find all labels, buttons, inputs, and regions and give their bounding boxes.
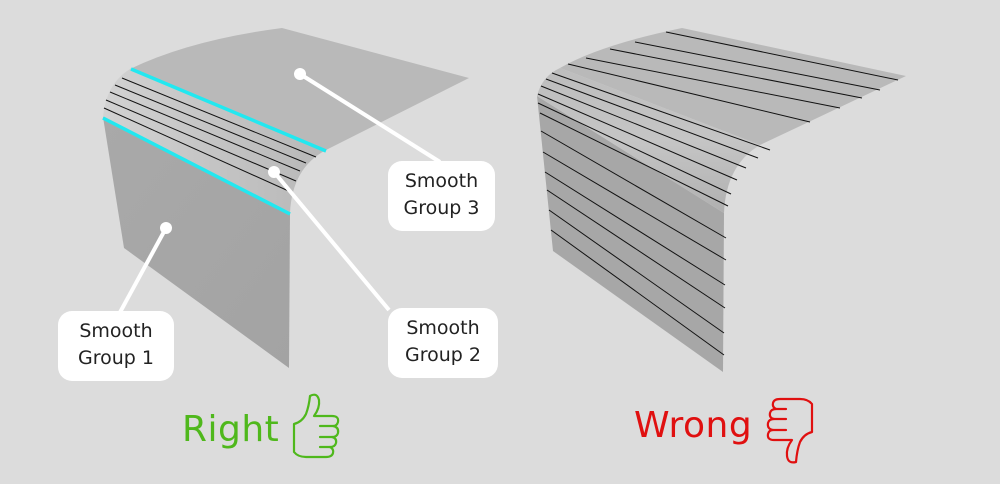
wrong-edge-lines (537, 31, 899, 356)
callout-line-1: Smooth (79, 320, 153, 342)
callout-smooth-group-1: Smooth Group 1 (58, 311, 174, 381)
callout-line-2: Group 2 (405, 344, 481, 366)
seam-line-upper (130, 67, 327, 153)
leader-group3 (298, 72, 442, 164)
callout-leaders (116, 72, 442, 317)
callout-smooth-group-2: Smooth Group 2 (388, 308, 498, 378)
callout-line-1: Smooth (406, 317, 480, 339)
callout-line-2: Group 3 (403, 197, 480, 219)
verdict-right-label: Right (182, 409, 280, 450)
dot-group3 (294, 68, 306, 80)
top-face (130, 28, 469, 150)
thumbs-down-icon (766, 397, 814, 464)
callout-line-1: Smooth (404, 170, 479, 192)
model-right (102, 28, 469, 368)
leader-group1 (116, 227, 168, 317)
leader-group2 (272, 170, 391, 312)
side-face (103, 117, 290, 368)
verdict-wrong-label: Wrong (634, 405, 753, 446)
callout-smooth-group-3: Smooth Group 3 (388, 161, 495, 231)
seam-line-lower (102, 116, 291, 216)
callout-line-2: Group 1 (78, 347, 154, 369)
dot-group1 (160, 222, 172, 234)
side-face-wrong (537, 96, 724, 372)
thumbs-up-icon (292, 393, 340, 459)
model-wrong (537, 28, 906, 372)
bend-face (103, 69, 326, 213)
dot-group2 (268, 166, 280, 178)
bend-edge-lines (103, 77, 317, 194)
bend-face-wrong (537, 68, 760, 213)
